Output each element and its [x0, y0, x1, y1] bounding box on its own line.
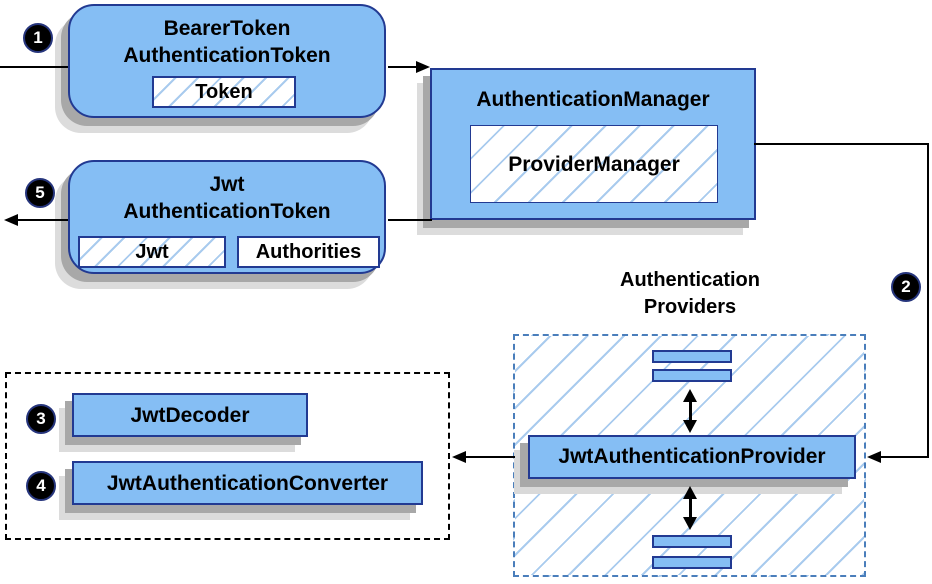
step-3-badge: 3 — [26, 404, 56, 434]
step-5-badge: 5 — [25, 178, 55, 208]
jwt-token-title-line1: Jwt — [209, 173, 245, 196]
bearer-token-title-line1: BearerToken — [163, 17, 291, 40]
authentication-providers-label: Authentication Providers — [565, 267, 815, 321]
double-arrow-down-icon — [683, 517, 697, 530]
authorities-sub-box: Authorities — [237, 236, 380, 268]
manager-to-provider-line-vertical — [927, 143, 929, 458]
jwt-label: Jwt — [135, 240, 169, 263]
bearer-to-manager-arrowhead-icon — [416, 61, 430, 73]
provider-to-decoder-line — [464, 456, 515, 458]
bearer-token-title-line2: AuthenticationToken — [123, 44, 331, 67]
step-2-badge: 2 — [891, 272, 921, 302]
jwt-authentication-converter-node: JwtAuthenticationConverter — [72, 461, 423, 505]
providers-label-line2: Providers — [643, 296, 737, 318]
bearer-token-authentication-token-node: BearerToken AuthenticationToken Token — [68, 4, 386, 118]
jwt-decoder-converter-region: JwtDecoder JwtAuthenticationConverter — [5, 372, 450, 540]
token-sub-box: Token — [152, 76, 296, 108]
jwt-token-node-title: Jwt AuthenticationToken — [70, 162, 384, 225]
provider-placeholder-bar — [652, 556, 732, 569]
authentication-manager-title: AuthenticationManager — [476, 88, 710, 111]
jwt-authentication-converter-label: JwtAuthenticationConverter — [106, 471, 389, 495]
jwt-authentication-provider-label: JwtAuthenticationProvider — [558, 445, 826, 468]
provider-manager-label: ProviderManager — [508, 152, 680, 176]
double-arrow-down-icon — [683, 420, 697, 433]
manager-to-jwt-token-line — [388, 219, 432, 221]
double-arrow-line — [689, 400, 692, 422]
outgoing-result-line — [17, 219, 68, 221]
jwt-sub-box: Jwt — [78, 236, 226, 268]
provider-arrowhead-icon — [867, 451, 881, 463]
token-label: Token — [195, 80, 253, 103]
jwt-authentication-token-node: Jwt AuthenticationToken Jwt Authorities — [68, 160, 386, 274]
jwt-token-title-line2: AuthenticationToken — [123, 200, 331, 223]
step-4-badge: 4 — [26, 471, 56, 501]
provider-to-decoder-arrowhead-icon — [452, 451, 466, 463]
authentication-manager-node: AuthenticationManager ProviderManager — [430, 68, 756, 220]
provider-placeholder-bar — [652, 369, 732, 382]
jwt-decoder-label: JwtDecoder — [130, 403, 250, 427]
providers-label-line1: Authentication — [620, 269, 760, 291]
double-arrow-up-icon — [683, 486, 697, 499]
step-1-badge: 1 — [23, 23, 53, 53]
jwt-decoder-node: JwtDecoder — [72, 393, 308, 437]
provider-manager-sub-box: ProviderManager — [470, 125, 718, 203]
provider-placeholder-bar — [652, 350, 732, 363]
manager-to-provider-line-top — [754, 143, 929, 145]
authentication-providers-region: JwtAuthenticationProvider — [513, 334, 866, 577]
bearer-token-node-title: BearerToken AuthenticationToken — [70, 6, 384, 69]
provider-placeholder-bar — [652, 535, 732, 548]
jwt-authentication-provider-node: JwtAuthenticationProvider — [528, 435, 856, 479]
outgoing-result-arrowhead-icon — [4, 214, 18, 226]
double-arrow-up-icon — [683, 389, 697, 402]
bearer-to-manager-line — [388, 66, 418, 68]
incoming-request-line — [0, 66, 68, 68]
authorities-label: Authorities — [255, 240, 362, 263]
double-arrow-line — [689, 497, 692, 519]
manager-to-provider-line-bottom — [879, 456, 929, 458]
